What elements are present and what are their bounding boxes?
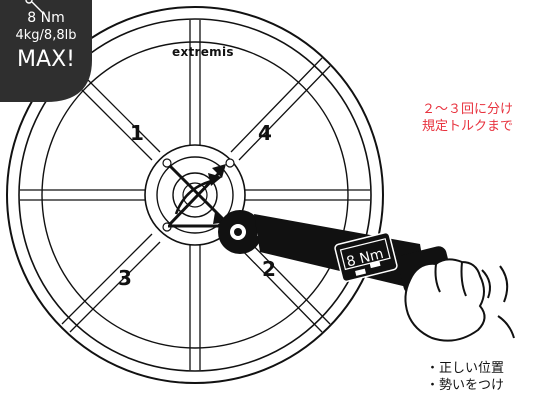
arrow-head-up	[212, 164, 226, 178]
max-label: MAX!	[17, 47, 75, 72]
wrench-display-screen	[339, 238, 391, 271]
wrench-icon	[25, 0, 45, 15]
wrench-button-2	[369, 260, 381, 269]
hub-center	[182, 182, 208, 208]
rotate-arrow-icon	[174, 173, 222, 215]
torque-wrench	[218, 210, 453, 294]
torque-badge	[0, 0, 92, 102]
sequence-3: 3	[118, 266, 132, 290]
hand-icon	[404, 258, 515, 342]
wheel-track	[41, 41, 349, 349]
sequence-1: 1	[130, 121, 144, 145]
wheel-spokes	[20, 20, 370, 370]
sequence-2: 2	[262, 257, 276, 281]
sequence-4: 4	[258, 121, 272, 145]
note-red-line-2: 規定トルクまで	[422, 119, 514, 134]
torque-value: 8 Nm	[27, 10, 65, 26]
note-black-line-2: ・勢いをつけ	[426, 378, 505, 393]
wheel-inner-rim	[18, 18, 372, 372]
hub-core	[172, 172, 218, 218]
hub-ring	[156, 156, 234, 234]
bolt-4	[225, 158, 235, 168]
bolt-1	[162, 158, 172, 168]
note-black-line-1: ・正しい位置	[426, 361, 505, 376]
wrench-button-1	[355, 268, 366, 276]
weight-value: 4kg/8,8lb	[15, 28, 77, 43]
note-red-line-1: ２～３回に分け	[422, 102, 514, 117]
brand-label: extremis	[172, 45, 234, 59]
